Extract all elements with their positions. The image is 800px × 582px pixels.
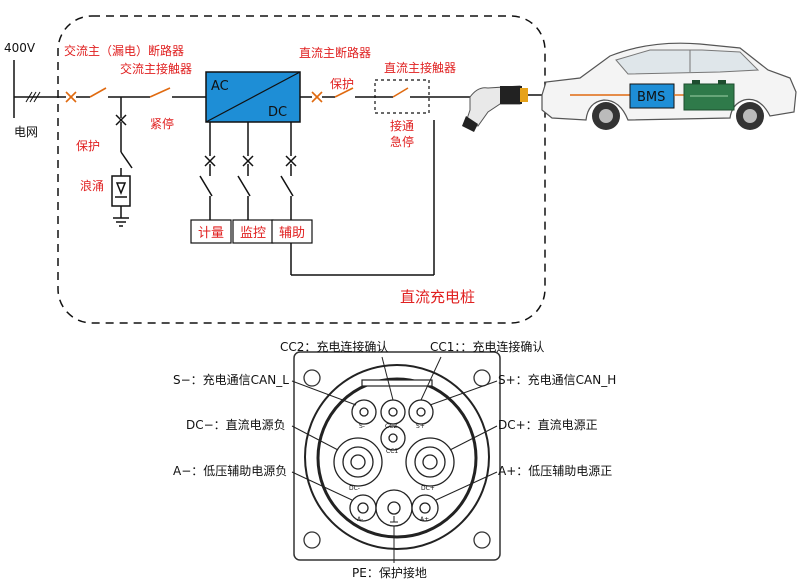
ac-contactor-switch [89,87,107,98]
s-minus-label: S−：充电通信CAN_L [173,372,289,387]
ac-breaker-label: 交流主（漏电）断路器 [64,43,184,58]
pin-a-plus: A+ [420,516,429,523]
cc2-label: CC2：充电连接确认 [280,339,388,354]
pe-ground-icon [390,516,398,523]
a-minus-label: A−：低压辅助电源负 [173,464,287,478]
cc1-label: CC1：：充电连接确认 [430,339,544,354]
pin-s-plus: S+ [416,423,425,430]
surge-label: 浪涌 [80,178,104,193]
protect-right-label: 保护 [330,77,354,91]
leader-lines [291,356,498,563]
converter-branches [199,120,435,276]
grid-label: 电网 [14,125,38,139]
pin-cc1: CC1 [386,448,398,455]
ac-contactor-label-2: 交流主接触器 [120,61,192,76]
surge-branch [111,97,133,227]
meter-box-label: 计量 [198,226,224,241]
pe-label: PE：保护接地 [352,565,427,580]
protect-left-label: 保护 [76,139,100,153]
converter-diagonal [205,71,301,123]
voltage-label: 400V [4,41,36,55]
ac-breaker-cross [65,91,77,103]
dc-contactor-box [374,79,430,114]
aux-box-label: 辅助 [279,226,305,241]
pin-dc-minus: DC- [349,485,360,492]
estop-label: 急停 [390,134,414,149]
connector-pins [333,399,455,527]
dc-breaker-switch [334,87,354,98]
pin-s-minus: S- [359,423,365,430]
connect-label: 接通 [390,118,414,133]
dc-label: DC [268,105,287,120]
s-plus-label: S+：充电通信CAN_H [498,372,616,387]
pin-cc2: CC2 [385,423,397,430]
emergency-stop-label: 紧停 [150,116,174,131]
connector-key [361,379,433,387]
charging-gun-icon [462,85,528,132]
a-plus-label: A+：低压辅助电源正 [498,464,612,478]
pin-a-minus: A- [357,516,363,523]
dc-contactor-switch [392,87,409,98]
ac-label: AC [211,79,229,94]
dc-breaker-cross [311,91,323,103]
pile-enclosure [57,15,546,324]
monitor-box-label: 监控 [240,226,266,241]
aux-box [271,219,313,244]
meter-box [190,219,232,244]
dc-contactor-label: 直流主接触器 [384,60,456,75]
pile-title: 直流充电桩 [400,288,475,306]
battery-icon [683,80,735,111]
pin-dc-plus: DC+ [421,485,435,492]
bms-box [629,83,675,109]
emergency-stop-switch [149,87,171,98]
dc-minus-label: DC−：直流电源负 [186,418,286,432]
dc-plus-label: DC+：直流电源正 [498,418,598,432]
dc-breaker-label: 直流主断路器 [299,45,371,60]
bms-label: BMS [637,90,665,105]
